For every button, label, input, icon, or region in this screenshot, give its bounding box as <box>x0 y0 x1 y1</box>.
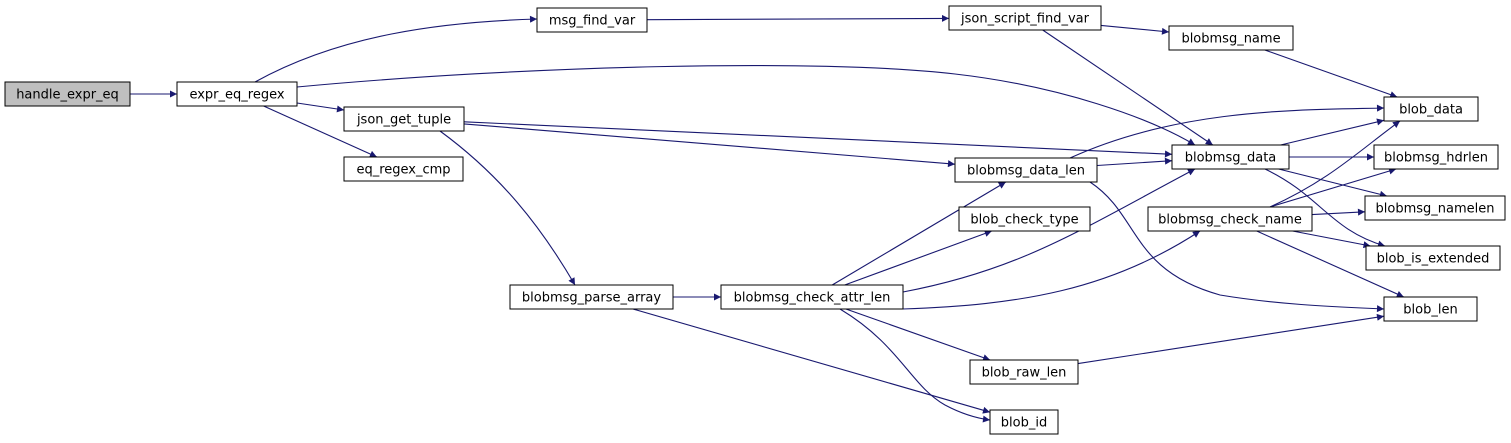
node-label: blob_data <box>1399 103 1463 118</box>
node-box <box>1364 195 1506 221</box>
node-label: blob_raw_len <box>982 366 1067 381</box>
edge-blobmsg_data_len-to-blob_data <box>1069 104 1385 159</box>
node-box <box>969 359 1079 385</box>
edge-json_script_find_var-to-blobmsg_name <box>1100 24 1170 35</box>
edge-blobmsg_check_attr_len-to-blob_raw_len <box>845 308 991 361</box>
edge-json_get_tuple-to-blobmsg_parse_array <box>439 130 576 286</box>
edge-json_get_tuple-to-blobmsg_data <box>463 121 1173 158</box>
edge-blobmsg_name-to-blob_data <box>1264 49 1398 98</box>
edge-blobmsg_check_name-to-blob_data <box>1269 120 1401 208</box>
node-label: json_get_tuple <box>356 113 451 128</box>
edge-blobmsg_data-to-blob_is_extended <box>1264 168 1386 248</box>
node-blobmsg_parse_array[interactable]: blobmsg_parse_array <box>509 284 674 310</box>
node-box <box>1383 96 1479 122</box>
node-blob_id[interactable]: blob_id <box>989 409 1059 435</box>
node-blobmsg_hdrlen[interactable]: blobmsg_hdrlen <box>1373 144 1499 170</box>
edge-expr_eq_regex-to-msg_find_var <box>254 15 538 83</box>
node-box <box>4 81 131 107</box>
node-box <box>948 5 1102 31</box>
node-box <box>720 284 904 310</box>
edge-blobmsg_check_attr_len-to-blobmsg_data <box>902 168 1196 293</box>
edge-blobmsg_check_attr_len-to-blob_check_type <box>844 230 992 286</box>
edges-layer <box>130 14 1405 423</box>
node-label: blobmsg_name <box>1181 32 1280 47</box>
edge-json_script_find_var-to-blobmsg_data <box>1042 29 1214 146</box>
edge-blobmsg_check_name-to-blob_is_extended <box>1292 230 1371 249</box>
node-blobmsg_name[interactable]: blobmsg_name <box>1168 25 1294 51</box>
node-box <box>1383 296 1478 322</box>
edge-blobmsg_check_name-to-blobmsg_namelen <box>1311 208 1366 216</box>
node-label: blob_id <box>1001 416 1047 431</box>
node-box <box>1171 144 1290 170</box>
edge-blobmsg_data_len-to-blobmsg_data <box>1096 157 1173 167</box>
edge-blobmsg_data_len-to-blob_len <box>1089 181 1385 313</box>
node-box <box>343 156 464 182</box>
edge-blobmsg_data-to-blobmsg_namelen <box>1278 168 1388 198</box>
node-blob_check_type[interactable]: blob_check_type <box>958 206 1091 232</box>
node-label: msg_find_var <box>549 14 636 29</box>
node-box <box>1365 245 1501 271</box>
edge-blobmsg_check_attr_len-to-blobmsg_check_name <box>902 230 1201 310</box>
edge-blobmsg_data-to-blob_data <box>1280 118 1385 146</box>
node-blobmsg_data[interactable]: blobmsg_data <box>1171 144 1290 170</box>
node-label: blobmsg_data <box>1185 151 1277 166</box>
node-eq_regex_cmp[interactable]: eq_regex_cmp <box>343 156 464 182</box>
node-label: eq_regex_cmp <box>356 163 450 178</box>
node-blob_is_extended[interactable]: blob_is_extended <box>1365 245 1501 271</box>
edge-blobmsg_check_attr_len-to-blobmsg_data_len <box>831 181 1007 286</box>
node-blob_len[interactable]: blob_len <box>1383 296 1478 322</box>
edge-json_get_tuple-to-blobmsg_data_len <box>463 123 956 168</box>
node-label: blobmsg_parse_array <box>522 291 661 306</box>
node-box <box>1168 25 1294 51</box>
node-msg_find_var[interactable]: msg_find_var <box>536 7 648 33</box>
node-json_script_find_var[interactable]: json_script_find_var <box>948 5 1102 31</box>
node-handle_expr_eq[interactable]: handle_expr_eq <box>4 81 131 107</box>
edge-expr_eq_regex-to-eq_regex_cmp <box>263 105 378 158</box>
node-box <box>958 206 1091 232</box>
edge-blobmsg_check_attr_len-to-blob_id <box>839 308 991 423</box>
edge-msg_find_var-to-json_script_find_var <box>646 14 950 22</box>
node-label: handle_expr_eq <box>16 88 119 103</box>
node-label: blobmsg_hdrlen <box>1384 151 1488 166</box>
node-box <box>989 409 1059 435</box>
node-label: blob_is_extended <box>1377 252 1490 267</box>
node-label: blobmsg_check_name <box>1158 213 1302 228</box>
node-box <box>509 284 674 310</box>
node-blobmsg_check_name[interactable]: blobmsg_check_name <box>1147 206 1313 232</box>
node-label: blobmsg_check_attr_len <box>734 291 891 306</box>
node-blobmsg_check_attr_len[interactable]: blobmsg_check_attr_len <box>720 284 904 310</box>
edge-blobmsg_parse_array-to-blob_id <box>632 308 991 414</box>
node-blob_raw_len[interactable]: blob_raw_len <box>969 359 1079 385</box>
node-label: blob_check_type <box>970 213 1078 228</box>
node-expr_eq_regex[interactable]: expr_eq_regex <box>176 81 298 107</box>
edge-blobmsg_check_name-to-blobmsg_hdrlen <box>1269 167 1397 208</box>
edge-blob_raw_len-to-blob_len <box>1077 313 1385 365</box>
node-blob_data[interactable]: blob_data <box>1383 96 1479 122</box>
node-label: expr_eq_regex <box>189 88 284 103</box>
node-box <box>1373 144 1499 170</box>
node-box <box>176 81 298 107</box>
node-label: blobmsg_namelen <box>1376 202 1495 217</box>
node-json_get_tuple[interactable]: json_get_tuple <box>343 106 465 132</box>
edge-expr_eq_regex-to-json_get_tuple <box>296 102 345 113</box>
node-box <box>536 7 648 33</box>
node-blobmsg_data_len[interactable]: blobmsg_data_len <box>954 157 1098 183</box>
node-box <box>954 157 1098 183</box>
node-box <box>1147 206 1313 232</box>
edge-blobmsg_check_name-to-blob_len <box>1256 230 1405 298</box>
node-box <box>343 106 465 132</box>
node-blobmsg_namelen[interactable]: blobmsg_namelen <box>1364 195 1506 221</box>
node-label: blobmsg_data_len <box>967 164 1085 179</box>
node-label: blob_len <box>1403 303 1457 318</box>
edge-expr_eq_regex-to-blobmsg_data <box>296 65 1196 146</box>
node-label: json_script_find_var <box>960 12 1090 27</box>
